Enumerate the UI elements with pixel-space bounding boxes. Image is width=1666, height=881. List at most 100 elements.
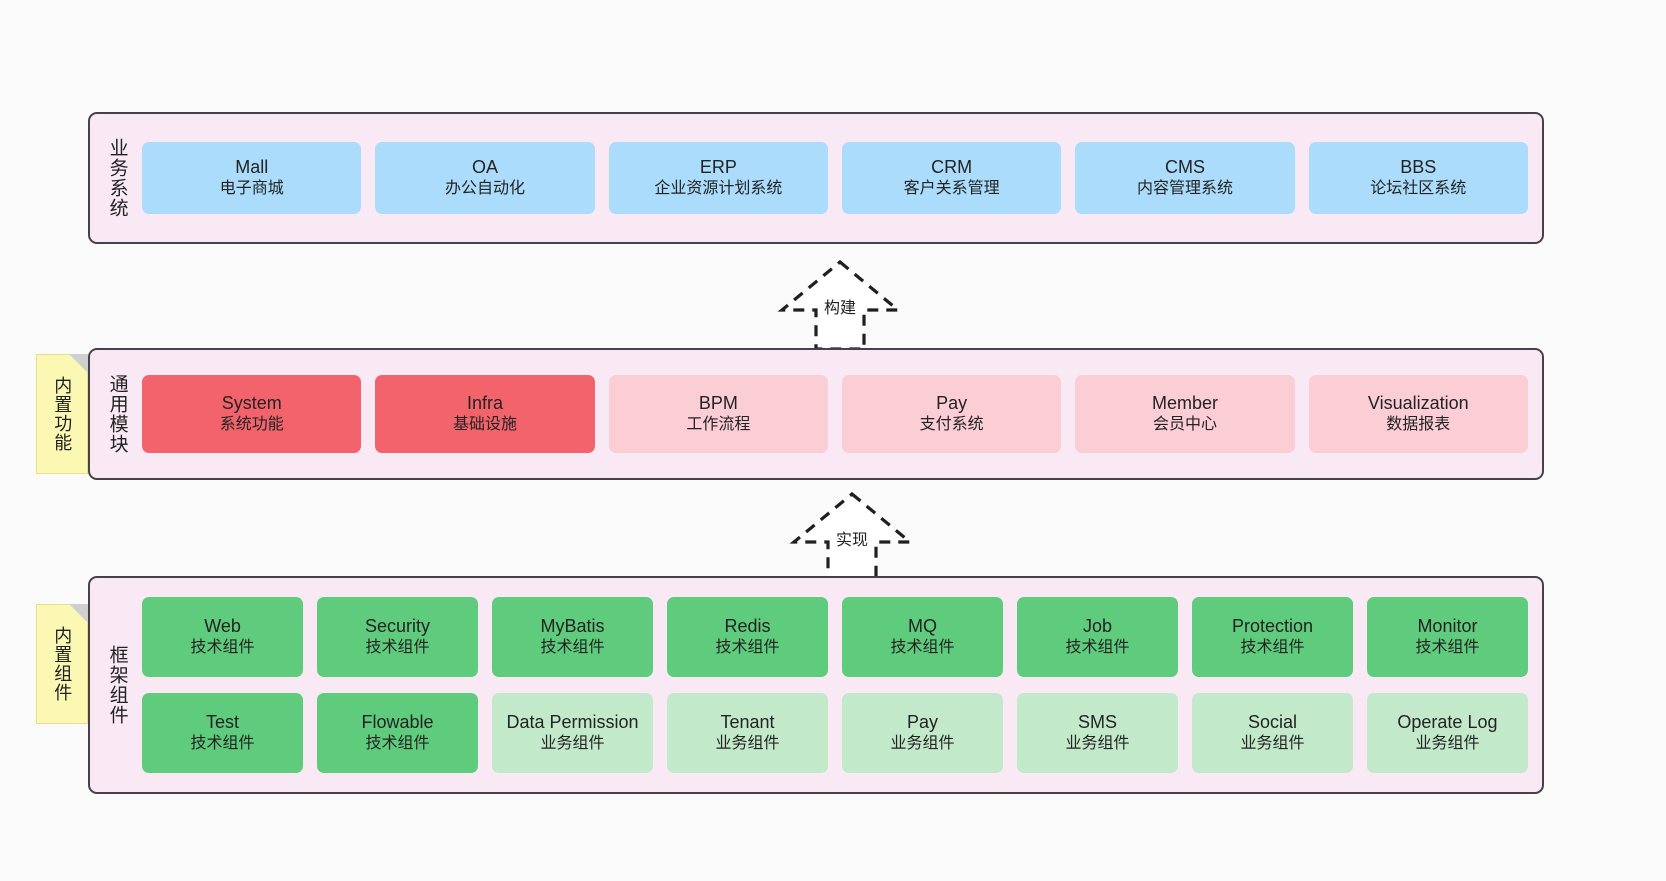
node-title: Operate Log: [1397, 712, 1498, 733]
sticky-note-builtin-features: 内置功能: [36, 354, 88, 474]
connector-realize: 实现: [772, 490, 932, 585]
node-subtitle: 会员中心: [1152, 416, 1217, 434]
node-subtitle: 基础设施: [453, 416, 518, 434]
layer-common-modules: 通用模块 System 系统功能 Infra 基础设施 BPM 工作流程 Pay…: [88, 348, 1544, 480]
node-subtitle: 技术组件: [1240, 639, 1305, 657]
node-title: Security: [365, 616, 431, 637]
node-bbs[interactable]: BBS 论坛社区系统: [1308, 142, 1529, 214]
node-title: BPM: [698, 393, 738, 414]
node-subtitle: 技术组件: [1065, 639, 1130, 657]
layer-label-common: 通用模块: [106, 374, 128, 454]
layer-body-common: System 系统功能 Infra 基础设施 BPM 工作流程 Pay 支付系统…: [134, 350, 1542, 478]
box-row: System 系统功能 Infra 基础设施 BPM 工作流程 Pay 支付系统…: [142, 375, 1529, 453]
node-title: Job: [1082, 616, 1112, 637]
node-subtitle: 办公自动化: [445, 180, 526, 198]
node-social[interactable]: Social 业务组件: [1191, 693, 1354, 773]
node-subtitle: 系统功能: [219, 416, 284, 434]
box-row: Mall 电子商城 OA 办公自动化 ERP 企业资源计划系统 CRM 客户关系…: [142, 142, 1529, 214]
node-title: Protection: [1231, 616, 1313, 637]
node-crm[interactable]: CRM 客户关系管理: [841, 142, 1062, 214]
node-protection[interactable]: Protection 技术组件: [1191, 597, 1354, 677]
node-infra[interactable]: Infra 基础设施: [375, 375, 595, 453]
node-member[interactable]: Member 会员中心: [1075, 375, 1295, 453]
node-title: System: [221, 393, 282, 414]
node-subtitle: 内容管理系统: [1136, 180, 1233, 198]
node-pay-component[interactable]: Pay 业务组件: [841, 693, 1004, 773]
node-subtitle: 技术组件: [890, 639, 955, 657]
node-subtitle: 企业资源计划系统: [654, 180, 783, 198]
node-bpm[interactable]: BPM 工作流程: [608, 375, 829, 453]
node-subtitle: 支付系统: [919, 416, 984, 434]
node-web[interactable]: Web 技术组件: [142, 597, 304, 677]
node-title: CMS: [1164, 157, 1205, 178]
layer-body-business: Mall 电子商城 OA 办公自动化 ERP 企业资源计划系统 CRM 客户关系…: [134, 114, 1542, 242]
node-sms[interactable]: SMS 业务组件: [1016, 693, 1179, 773]
node-subtitle: 工作流程: [686, 416, 751, 434]
node-title: Pay: [936, 393, 968, 414]
node-subtitle: 技术组件: [190, 735, 255, 753]
node-title: MyBatis: [540, 616, 605, 637]
node-system[interactable]: System 系统功能: [142, 375, 362, 453]
connector-label-build: 构建: [823, 300, 856, 317]
node-mq[interactable]: MQ 技术组件: [841, 597, 1004, 677]
node-title: Tenant: [720, 712, 775, 733]
node-subtitle: 业务组件: [540, 735, 605, 753]
node-subtitle: 业务组件: [1240, 735, 1305, 753]
node-monitor[interactable]: Monitor 技术组件: [1366, 597, 1529, 677]
node-subtitle: 业务组件: [890, 735, 955, 753]
node-subtitle: 技术组件: [1415, 639, 1480, 657]
node-title: Infra: [467, 393, 504, 414]
layer-business-systems: 业务系统 Mall 电子商城 OA 办公自动化 ERP 企业资源计划系统 CRM…: [88, 112, 1544, 244]
node-title: Test: [206, 712, 240, 733]
node-subtitle: 电子商城: [219, 180, 284, 198]
node-data-permission[interactable]: Data Permission 业务组件: [491, 693, 654, 773]
node-cms[interactable]: CMS 内容管理系统: [1075, 142, 1295, 214]
node-erp[interactable]: ERP 企业资源计划系统: [608, 142, 829, 214]
layer-label-business: 业务系统: [106, 138, 128, 218]
node-subtitle: 技术组件: [540, 639, 605, 657]
node-pay-module[interactable]: Pay 支付系统: [841, 375, 1062, 453]
node-title: Monitor: [1417, 616, 1478, 637]
node-title: Visualization: [1367, 393, 1469, 414]
node-redis[interactable]: Redis 技术组件: [666, 597, 829, 677]
node-subtitle: 客户关系管理: [903, 180, 1000, 198]
node-title: CRM: [931, 157, 973, 178]
node-subtitle: 技术组件: [715, 639, 780, 657]
node-test[interactable]: Test 技术组件: [142, 693, 304, 773]
node-subtitle: 业务组件: [1415, 735, 1480, 753]
node-mybatis[interactable]: MyBatis 技术组件: [491, 597, 654, 677]
node-title: MQ: [908, 616, 937, 637]
node-title: Web: [204, 616, 241, 637]
node-title: Data Permission: [506, 712, 639, 733]
layer-label-framework: 框架组件: [106, 645, 128, 725]
connector-label-realize: 实现: [835, 532, 868, 549]
sticky-note-builtin-components: 内置组件: [36, 604, 88, 724]
node-operate-log[interactable]: Operate Log 业务组件: [1366, 693, 1529, 773]
node-job[interactable]: Job 技术组件: [1016, 597, 1179, 677]
node-title: SMS: [1077, 712, 1117, 733]
node-title: Social: [1247, 712, 1297, 733]
node-subtitle: 业务组件: [715, 735, 780, 753]
node-subtitle: 技术组件: [365, 735, 430, 753]
node-tenant[interactable]: Tenant 业务组件: [666, 693, 829, 773]
node-subtitle: 技术组件: [190, 639, 255, 657]
node-subtitle: 论坛社区系统: [1370, 180, 1467, 198]
layer-body-framework: Web 技术组件 Security 技术组件 MyBatis 技术组件 Redi…: [134, 578, 1542, 792]
node-subtitle: 数据报表: [1386, 416, 1451, 434]
node-title: Member: [1151, 393, 1218, 414]
node-title: Pay: [906, 712, 939, 733]
node-subtitle: 技术组件: [365, 639, 430, 657]
box-row: Web 技术组件 Security 技术组件 MyBatis 技术组件 Redi…: [142, 597, 1529, 677]
node-flowable[interactable]: Flowable 技术组件: [316, 693, 479, 773]
connector-build: 构建: [760, 258, 920, 353]
node-title: OA: [472, 157, 499, 178]
node-title: Redis: [724, 616, 771, 637]
node-title: BBS: [1400, 157, 1437, 178]
node-title: Flowable: [361, 712, 434, 733]
node-security[interactable]: Security 技术组件: [316, 597, 479, 677]
node-title: Mall: [235, 157, 269, 178]
node-oa[interactable]: OA 办公自动化: [375, 142, 595, 214]
node-visualization[interactable]: Visualization 数据报表: [1308, 375, 1529, 453]
node-mall[interactable]: Mall 电子商城: [142, 142, 362, 214]
